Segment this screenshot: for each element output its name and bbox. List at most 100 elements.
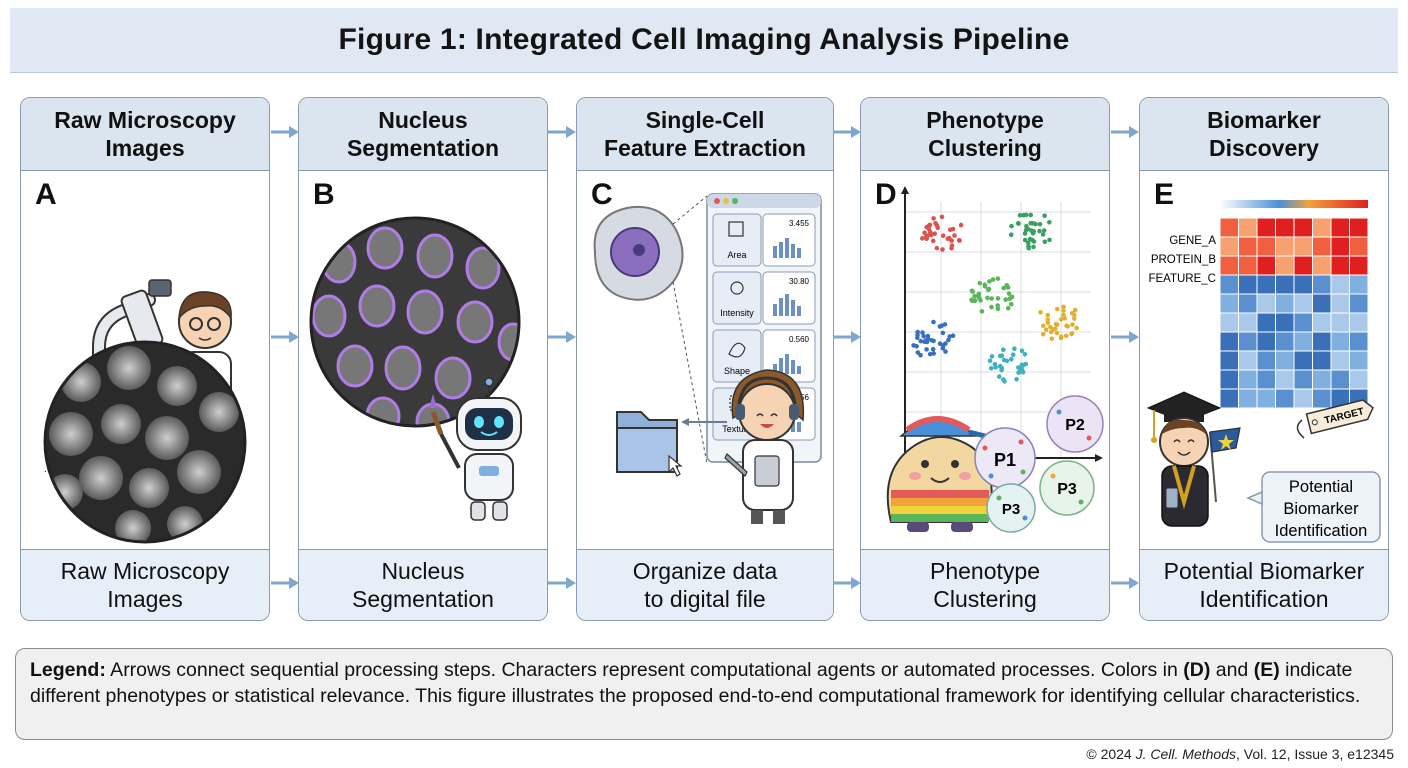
heatmap-cell <box>1330 293 1350 314</box>
target-tag-icon: TARGET <box>1305 399 1374 435</box>
folder-icon <box>616 411 683 477</box>
cluster-dot-3 <box>1061 304 1066 310</box>
cluster-dot-5 <box>988 366 994 371</box>
cluster-dot-2 <box>976 293 981 299</box>
cluster-dot-3 <box>1040 332 1046 337</box>
heatmap-cell <box>1219 293 1239 314</box>
heatmap-cell <box>1293 255 1313 276</box>
segmented-nuclei-image <box>311 218 519 426</box>
heatmap-cell <box>1275 369 1295 390</box>
heatmap-cell <box>1349 236 1369 257</box>
panel-a-header-line2: Images <box>105 135 185 161</box>
cluster-dot-2 <box>1004 283 1010 288</box>
speech-line2: Biomarker <box>1283 500 1359 518</box>
cluster-bubble-p2: P2 <box>1046 395 1104 453</box>
legend-text-1: Arrows connect sequential processing ste… <box>105 659 1184 681</box>
heatmap-cell <box>1219 388 1239 409</box>
feature-label-area: Area <box>727 250 746 260</box>
feature-extraction-illustration: Area 3.455 Intensity 30.80 Shape 0.560 <box>593 193 822 524</box>
cluster-dot-0 <box>940 247 945 252</box>
cluster-dot-0 <box>932 231 937 236</box>
heatmap-cell <box>1349 312 1369 333</box>
cluster-bubble-p3-b: P3 <box>986 483 1036 533</box>
heatmap-cell <box>1275 236 1295 257</box>
cluster-dot-2 <box>1009 301 1014 307</box>
cluster-dot-5 <box>1001 377 1006 382</box>
panel-d-header-line2: Clustering <box>928 135 1042 161</box>
heatmap-cell <box>1275 388 1295 409</box>
cluster-dot-2 <box>990 277 996 282</box>
cluster-dot-2 <box>977 280 983 286</box>
arrow-d-e-bottom <box>1111 577 1139 589</box>
cluster-dot-4 <box>940 330 946 336</box>
heatmap-cell <box>1219 369 1239 390</box>
cluster-dot-1 <box>1024 223 1029 229</box>
panel-b-footer-line1: Nucleus <box>381 558 465 584</box>
cluster-dot-4 <box>927 351 933 357</box>
panel-c-letter: C <box>591 178 613 211</box>
cluster-dot-1 <box>1030 221 1036 226</box>
heatmap <box>1219 217 1369 409</box>
arrow-c-d-bottom <box>833 577 861 589</box>
panel-d-footer-line1: Phenotype <box>930 558 1040 584</box>
speech-line3: Identification <box>1275 522 1368 540</box>
panel-d-letter: D <box>875 178 897 211</box>
cluster-dot-1 <box>1037 221 1043 227</box>
cluster-dot-4 <box>931 338 936 344</box>
cluster-dot-2 <box>989 296 994 301</box>
feature-value-intensity: 30.80 <box>789 277 810 286</box>
cluster-dot-0 <box>939 214 945 220</box>
heatmap-cell <box>1293 350 1313 371</box>
cluster-dot-0 <box>940 233 946 238</box>
cluster-dot-0 <box>934 245 940 251</box>
cluster-dot-4 <box>924 338 929 343</box>
heatmap-cell <box>1238 217 1258 238</box>
cluster-dot-3 <box>1053 321 1059 327</box>
cluster-dot-3 <box>1065 324 1070 329</box>
heatmap-cell <box>1238 350 1258 371</box>
heatmap-cell <box>1256 331 1276 352</box>
heatmap-cell <box>1293 369 1313 390</box>
arrow-b-c-bottom <box>548 577 576 589</box>
legend-box: Legend: Arrows connect sequential proces… <box>15 648 1393 740</box>
heatmap-cell <box>1312 369 1332 390</box>
cluster-dot-2 <box>995 276 1001 281</box>
cluster-dot-1 <box>1047 220 1052 225</box>
figure-title: Figure 1: Integrated Cell Imaging Analys… <box>338 23 1070 56</box>
feature-label-shape: Shape <box>724 366 750 376</box>
cluster-dot-1 <box>1008 232 1014 237</box>
heatmap-cell <box>1312 255 1332 276</box>
cluster-dot-1 <box>1042 213 1047 218</box>
heatmap-cell <box>1256 312 1276 333</box>
cluster-dot-5 <box>989 354 995 359</box>
heatmap-color-scale <box>1220 200 1368 208</box>
feature-label-texture: Texture <box>722 424 752 434</box>
cluster-dot-2 <box>982 284 988 289</box>
heatmap-cell <box>1349 350 1369 371</box>
feature-row-shape: Shape 0.560 <box>712 329 816 383</box>
cluster-dot-2 <box>1007 296 1013 301</box>
heatmap-cell <box>1275 255 1295 276</box>
single-cell-icon <box>593 206 684 301</box>
heatmap-cell <box>1256 217 1276 238</box>
cluster-dot-1 <box>1041 228 1047 233</box>
panel-a-footer-line1: Raw Microscopy <box>60 558 230 584</box>
cluster-dot-5 <box>999 367 1004 373</box>
panel-d-header-line1: Phenotype <box>926 107 1044 133</box>
panel-a-footer-line2: Images <box>107 586 183 612</box>
feature-label-intensity: Intensity <box>720 308 754 318</box>
cluster-dot-5 <box>1001 347 1006 352</box>
heatmap-row-label-feature-c: FEATURE_C <box>1148 273 1216 285</box>
heatmap-cell <box>1275 312 1295 333</box>
heatmap-cell <box>1219 350 1239 371</box>
cluster-dot-5 <box>1001 357 1007 363</box>
heatmap-cell <box>1256 274 1276 295</box>
arrow-c-d-mid <box>833 331 861 343</box>
heatmap-cell <box>1238 369 1258 390</box>
cluster-dot-1 <box>1047 237 1052 243</box>
